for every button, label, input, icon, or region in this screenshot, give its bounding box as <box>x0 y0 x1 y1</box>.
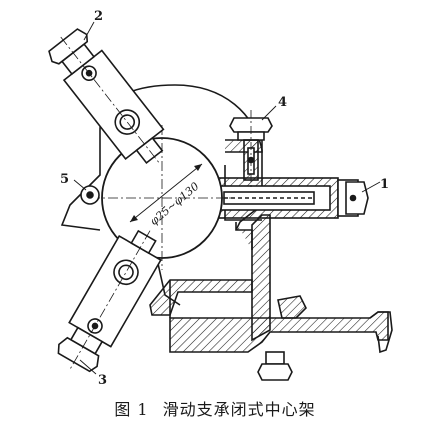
callout-2: 2 <box>94 9 103 24</box>
lower-left-support-arm <box>57 229 162 373</box>
lock-screw <box>229 110 273 190</box>
leader-lines <box>73 21 381 375</box>
callout-4: 4 <box>278 95 287 110</box>
center-rest-drawing: φ25~φ130 <box>48 9 393 388</box>
pivot-pin <box>80 185 100 205</box>
central-bore <box>90 125 235 270</box>
figure-title: 滑动支承闭式中心架 <box>162 400 316 419</box>
callout-5: 5 <box>60 172 69 187</box>
callout-3: 3 <box>98 373 107 388</box>
figure-number: 图 1 <box>114 400 149 419</box>
figure-caption: 图 1 滑动支承闭式中心架 <box>0 396 430 420</box>
clamp-bolt <box>257 295 307 381</box>
upper-left-support-arm <box>48 28 165 165</box>
callout-1: 1 <box>380 177 389 192</box>
